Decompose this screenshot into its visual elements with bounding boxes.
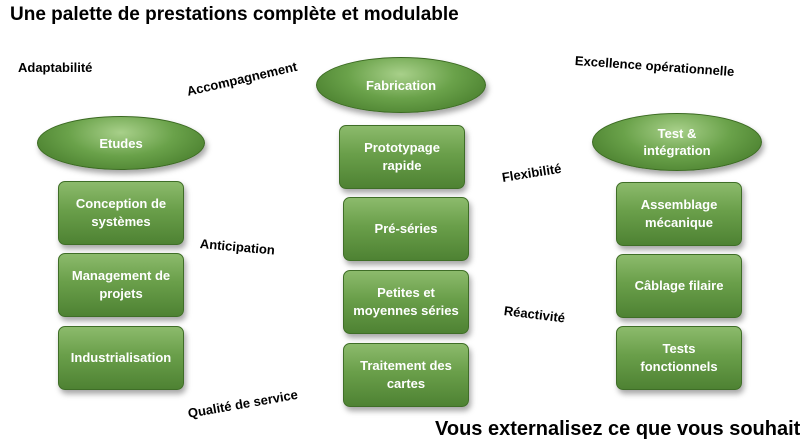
test-item-cablage: Câblage filaire — [616, 254, 742, 318]
test-header-label: Test & intégration — [643, 126, 711, 158]
fabrication-header: Fabrication — [316, 57, 486, 113]
etudes-item-management: Management de projets — [58, 253, 184, 317]
test-item-tests: Tests fonctionnels — [616, 326, 742, 390]
keyword-reactivite: Réactivité — [503, 303, 566, 326]
etudes-item-label: Management de projets — [71, 268, 171, 301]
test-item-label: Assemblage mécanique — [640, 197, 718, 230]
etudes-item-conception: Conception de systèmes — [58, 181, 184, 245]
etudes-header-label: Etudes — [99, 135, 143, 151]
keyword-accompagnement: Accompagnement — [185, 58, 299, 99]
fabrication-item-label: Petites et moyennes séries — [353, 285, 459, 318]
test-item-assemblage: Assemblage mécanique — [616, 182, 742, 246]
fabrication-item-preseries: Pré-séries — [343, 197, 469, 261]
fabrication-item-prototypage: Prototypage rapide — [339, 125, 465, 189]
fabrication-item-petites-series: Petites et moyennes séries — [343, 270, 469, 334]
etudes-item-label: Industrialisation — [70, 350, 172, 365]
fabrication-item-label: Traitement des cartes — [360, 358, 452, 391]
keyword-qualite: Qualité de service — [186, 386, 299, 421]
keyword-excellence: Excellence opérationnelle — [574, 53, 735, 80]
etudes-item-label: Conception de systèmes — [75, 196, 167, 229]
keyword-adaptabilite: Adaptabilité — [18, 60, 93, 75]
etudes-item-industrialisation: Industrialisation — [58, 326, 184, 390]
keyword-flexibilite: Flexibilité — [500, 160, 563, 185]
fabrication-item-label: Pré-séries — [374, 221, 438, 236]
etudes-header: Etudes — [37, 116, 205, 170]
fabrication-item-label: Prototypage rapide — [364, 140, 440, 173]
footer-tagline: Vous externalisez ce que vous souhaitez — [435, 418, 800, 440]
test-item-label: Tests fonctionnels — [640, 341, 718, 374]
page-title: Une palette de prestations complète et m… — [10, 4, 459, 25]
fabrication-item-traitement: Traitement des cartes — [343, 343, 469, 407]
keyword-anticipation: Anticipation — [199, 236, 276, 258]
fabrication-header-label: Fabrication — [365, 77, 437, 93]
test-item-label: Câblage filaire — [634, 278, 724, 293]
test-header: Test & intégration — [592, 113, 762, 171]
